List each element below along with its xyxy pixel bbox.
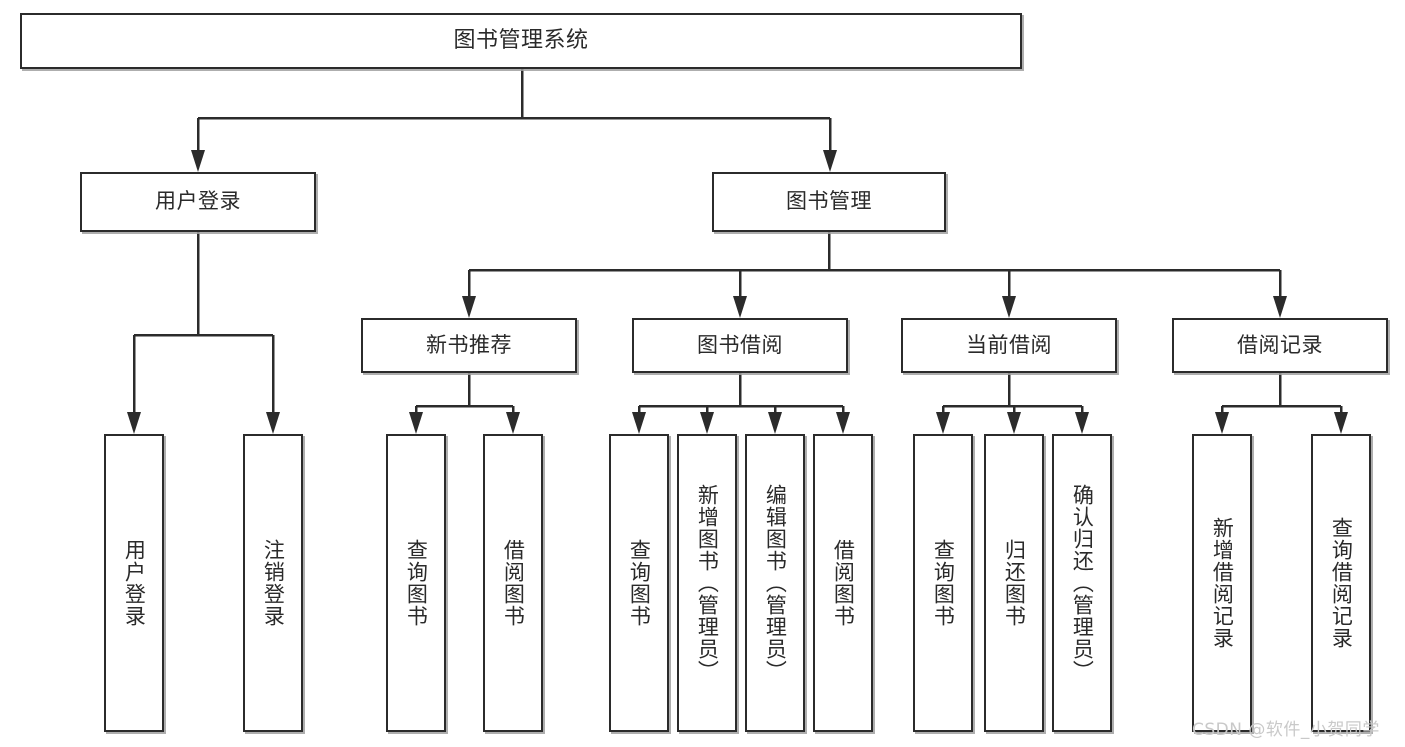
node-new-book-recommend[interactable]: 新书推荐 [361,318,577,373]
node-label: 查询图书 [627,539,652,627]
node-book-borrow[interactable]: 图书借阅 [632,318,848,373]
connector-arrowhead-book-management-bus-0 [462,296,476,318]
connector-arrowhead-root-trunk-0 [191,150,205,172]
connector-arrowhead-borrow-record-bus-1 [1334,412,1348,434]
connector-arrowhead-book-management-bus-1 [733,296,747,318]
node-label: 当前借阅 [966,332,1052,357]
connector-arrowhead-user-login-bus-1 [266,412,280,434]
node-label: 新增借阅记录 [1210,517,1235,649]
node-label: 借阅记录 [1237,332,1323,357]
node-leaf-query-book-current[interactable]: 查询图书 [913,434,973,732]
node-leaf-return-book[interactable]: 归还图书 [984,434,1044,732]
connector-arrowhead-new-book-recommend-bus-0 [409,412,423,434]
node-book-management[interactable]: 图书管理 [712,172,946,232]
node-leaf-edit-book-admin[interactable]: 编辑图书（管理员） [745,434,805,732]
node-label: 图书管理系统 [453,27,589,53]
connector-arrowhead-user-login-bus-0 [127,412,141,434]
connector-arrowhead-book-borrow-bus-2 [768,412,782,434]
node-leaf-borrow-book[interactable]: 借阅图书 [813,434,873,732]
connector-arrowhead-book-borrow-bus-0 [632,412,646,434]
csdn-watermark: CSDN @软件_小贺同学 [1192,720,1380,740]
node-root[interactable]: 图书管理系统 [20,13,1022,69]
node-borrow-record[interactable]: 借阅记录 [1172,318,1388,373]
node-leaf-add-borrow-record[interactable]: 新增借阅记录 [1192,434,1252,732]
connector-arrowhead-book-borrow-bus-1 [700,412,714,434]
connector-arrowhead-current-borrow-bus-1 [1007,412,1021,434]
node-label: 图书借阅 [697,332,783,357]
node-label: 用户登录 [122,539,147,627]
node-label: 查询图书 [931,539,956,627]
connector-arrowhead-book-borrow-bus-3 [836,412,850,434]
node-leaf-confirm-return-admin[interactable]: 确认归还（管理员） [1052,434,1112,732]
node-leaf-query-book-borrow[interactable]: 查询图书 [609,434,669,732]
node-leaf-user-logout[interactable]: 注销登录 [243,434,303,732]
connector-arrowhead-new-book-recommend-bus-1 [506,412,520,434]
connector-arrowhead-borrow-record-bus-0 [1215,412,1229,434]
node-label: 图书管理 [786,189,872,214]
connector-arrowhead-book-management-bus-3 [1273,296,1287,318]
node-label: 查询借阅记录 [1329,517,1354,649]
node-leaf-query-book-recommend[interactable]: 查询图书 [386,434,446,732]
node-label: 注销登录 [261,539,286,627]
node-leaf-user-login[interactable]: 用户登录 [104,434,164,732]
connector-arrowhead-book-management-bus-2 [1002,296,1016,318]
node-leaf-add-book-admin[interactable]: 新增图书（管理员） [677,434,737,732]
node-leaf-query-borrow-record[interactable]: 查询借阅记录 [1311,434,1371,732]
node-label: 归还图书 [1002,539,1027,627]
node-current-borrow[interactable]: 当前借阅 [901,318,1117,373]
node-label: 借阅图书 [501,539,526,627]
connector-arrowhead-root-trunk-1 [823,150,837,172]
node-label: 借阅图书 [831,539,856,627]
node-user-login[interactable]: 用户登录 [80,172,316,232]
node-label: 确认归还（管理员） [1070,484,1095,682]
node-label: 新书推荐 [426,332,512,357]
connector-arrowhead-current-borrow-bus-0 [936,412,950,434]
node-leaf-borrow-book-recommend[interactable]: 借阅图书 [483,434,543,732]
node-label: 用户登录 [155,189,241,214]
node-label: 编辑图书（管理员） [763,484,788,682]
connector-arrowhead-current-borrow-bus-2 [1075,412,1089,434]
node-label: 新增图书（管理员） [695,484,720,682]
node-label: 查询图书 [404,539,429,627]
